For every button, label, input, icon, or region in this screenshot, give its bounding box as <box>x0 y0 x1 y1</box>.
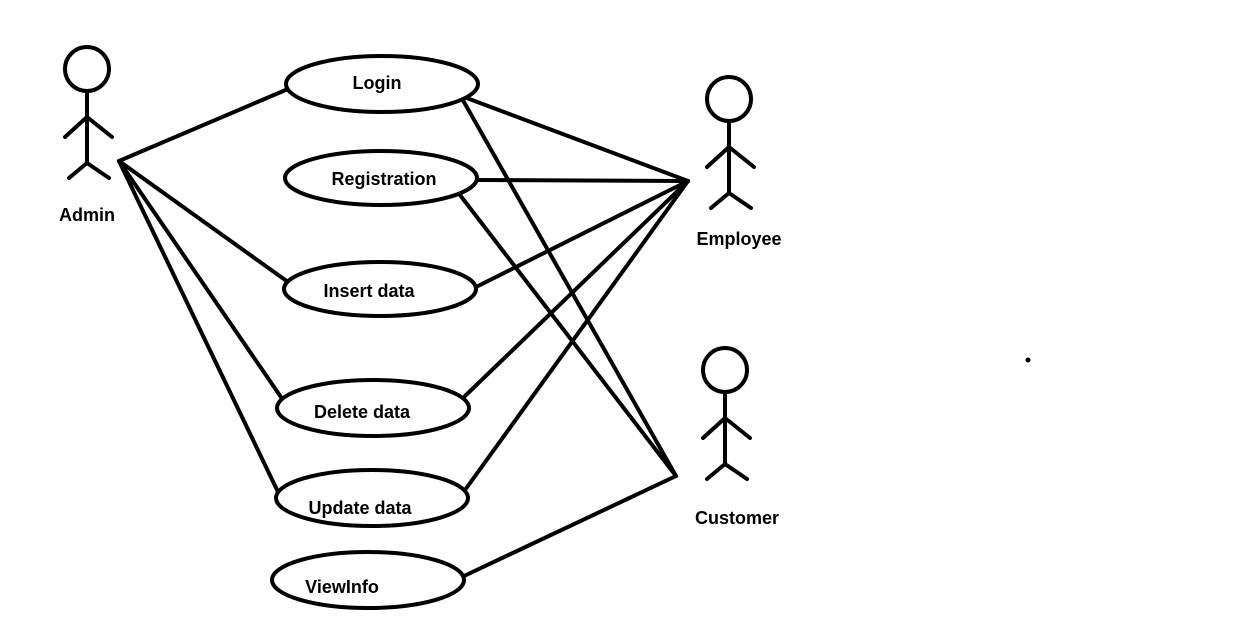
actor-label: Admin <box>59 205 115 225</box>
association-customer-viewinfo <box>462 474 678 578</box>
use-case-update-data[interactable]: Update data <box>274 468 470 528</box>
stick-figure-icon <box>705 75 756 210</box>
stick-figure-icon <box>701 346 752 481</box>
use-case-insert-data[interactable]: Insert data <box>282 260 478 318</box>
actor-label: Customer <box>695 508 779 528</box>
association-customer-login <box>458 93 678 478</box>
use-case-label: ViewInfo <box>305 577 379 597</box>
use-case-ellipse <box>282 260 478 318</box>
actor-customer[interactable]: Customer <box>695 346 779 528</box>
stray-dot <box>1025 357 1031 363</box>
use-case-ellipse <box>275 378 471 438</box>
association-employee-delete <box>463 179 690 398</box>
actor-admin[interactable]: Admin <box>59 45 115 225</box>
use-case-ellipse <box>284 54 480 114</box>
association-admin-login <box>117 87 290 163</box>
use-case-delete-data[interactable]: Delete data <box>275 378 471 438</box>
use-case-registration[interactable]: Registration <box>283 149 479 207</box>
use-case-label: Update data <box>308 498 412 518</box>
association-employee-login <box>462 95 690 183</box>
association-admin-update <box>117 159 281 496</box>
actor-employee[interactable]: Employee <box>696 75 782 249</box>
use-case-ellipse <box>274 468 470 528</box>
use-case-viewinfo[interactable]: ViewInfo <box>270 550 466 610</box>
association-employee-insert <box>476 179 690 288</box>
use-case-ellipse <box>283 149 479 207</box>
association-employee-registration <box>476 178 690 183</box>
associations <box>117 87 690 578</box>
use-case-login[interactable]: Login <box>284 54 480 114</box>
use-case-label: Login <box>353 73 402 93</box>
use-case-label: Insert data <box>323 281 415 301</box>
use-case-label: Registration <box>331 169 436 189</box>
association-customer-registration <box>458 193 678 478</box>
stick-figure-icon <box>63 45 114 180</box>
actor-label: Employee <box>696 229 781 249</box>
association-employee-update <box>463 179 690 492</box>
use-case-label: Delete data <box>314 402 411 422</box>
association-admin-delete <box>117 159 285 402</box>
use-case-ellipse <box>270 550 466 610</box>
association-admin-insert <box>117 159 290 284</box>
